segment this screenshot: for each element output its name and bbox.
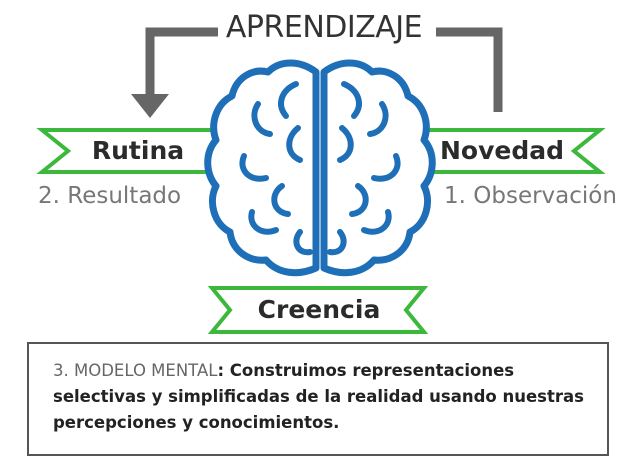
note-text: : Construimos representaciones selectiva…	[53, 361, 584, 432]
diagram-title: APRENDIZAJE	[225, 10, 423, 45]
bottom-banner-label: Creencia	[257, 295, 381, 324]
right-banner-label: Novedad	[439, 136, 564, 165]
feedback-arrow	[145, 27, 503, 112]
bottom-banner-shape	[207, 286, 429, 334]
note-prefix: 3. MODELO MENTAL	[53, 361, 218, 380]
right-step-label: 1. Observación	[444, 183, 617, 209]
brain-icon	[204, 59, 436, 277]
left-step-label: 2. Resultado	[38, 183, 182, 209]
left-banner-label: Rutina	[91, 136, 185, 165]
left-banner-shape	[36, 128, 230, 174]
mental-model-note: 3. MODELO MENTAL: Construimos representa…	[27, 342, 609, 456]
arrow-down-icon	[131, 94, 169, 118]
